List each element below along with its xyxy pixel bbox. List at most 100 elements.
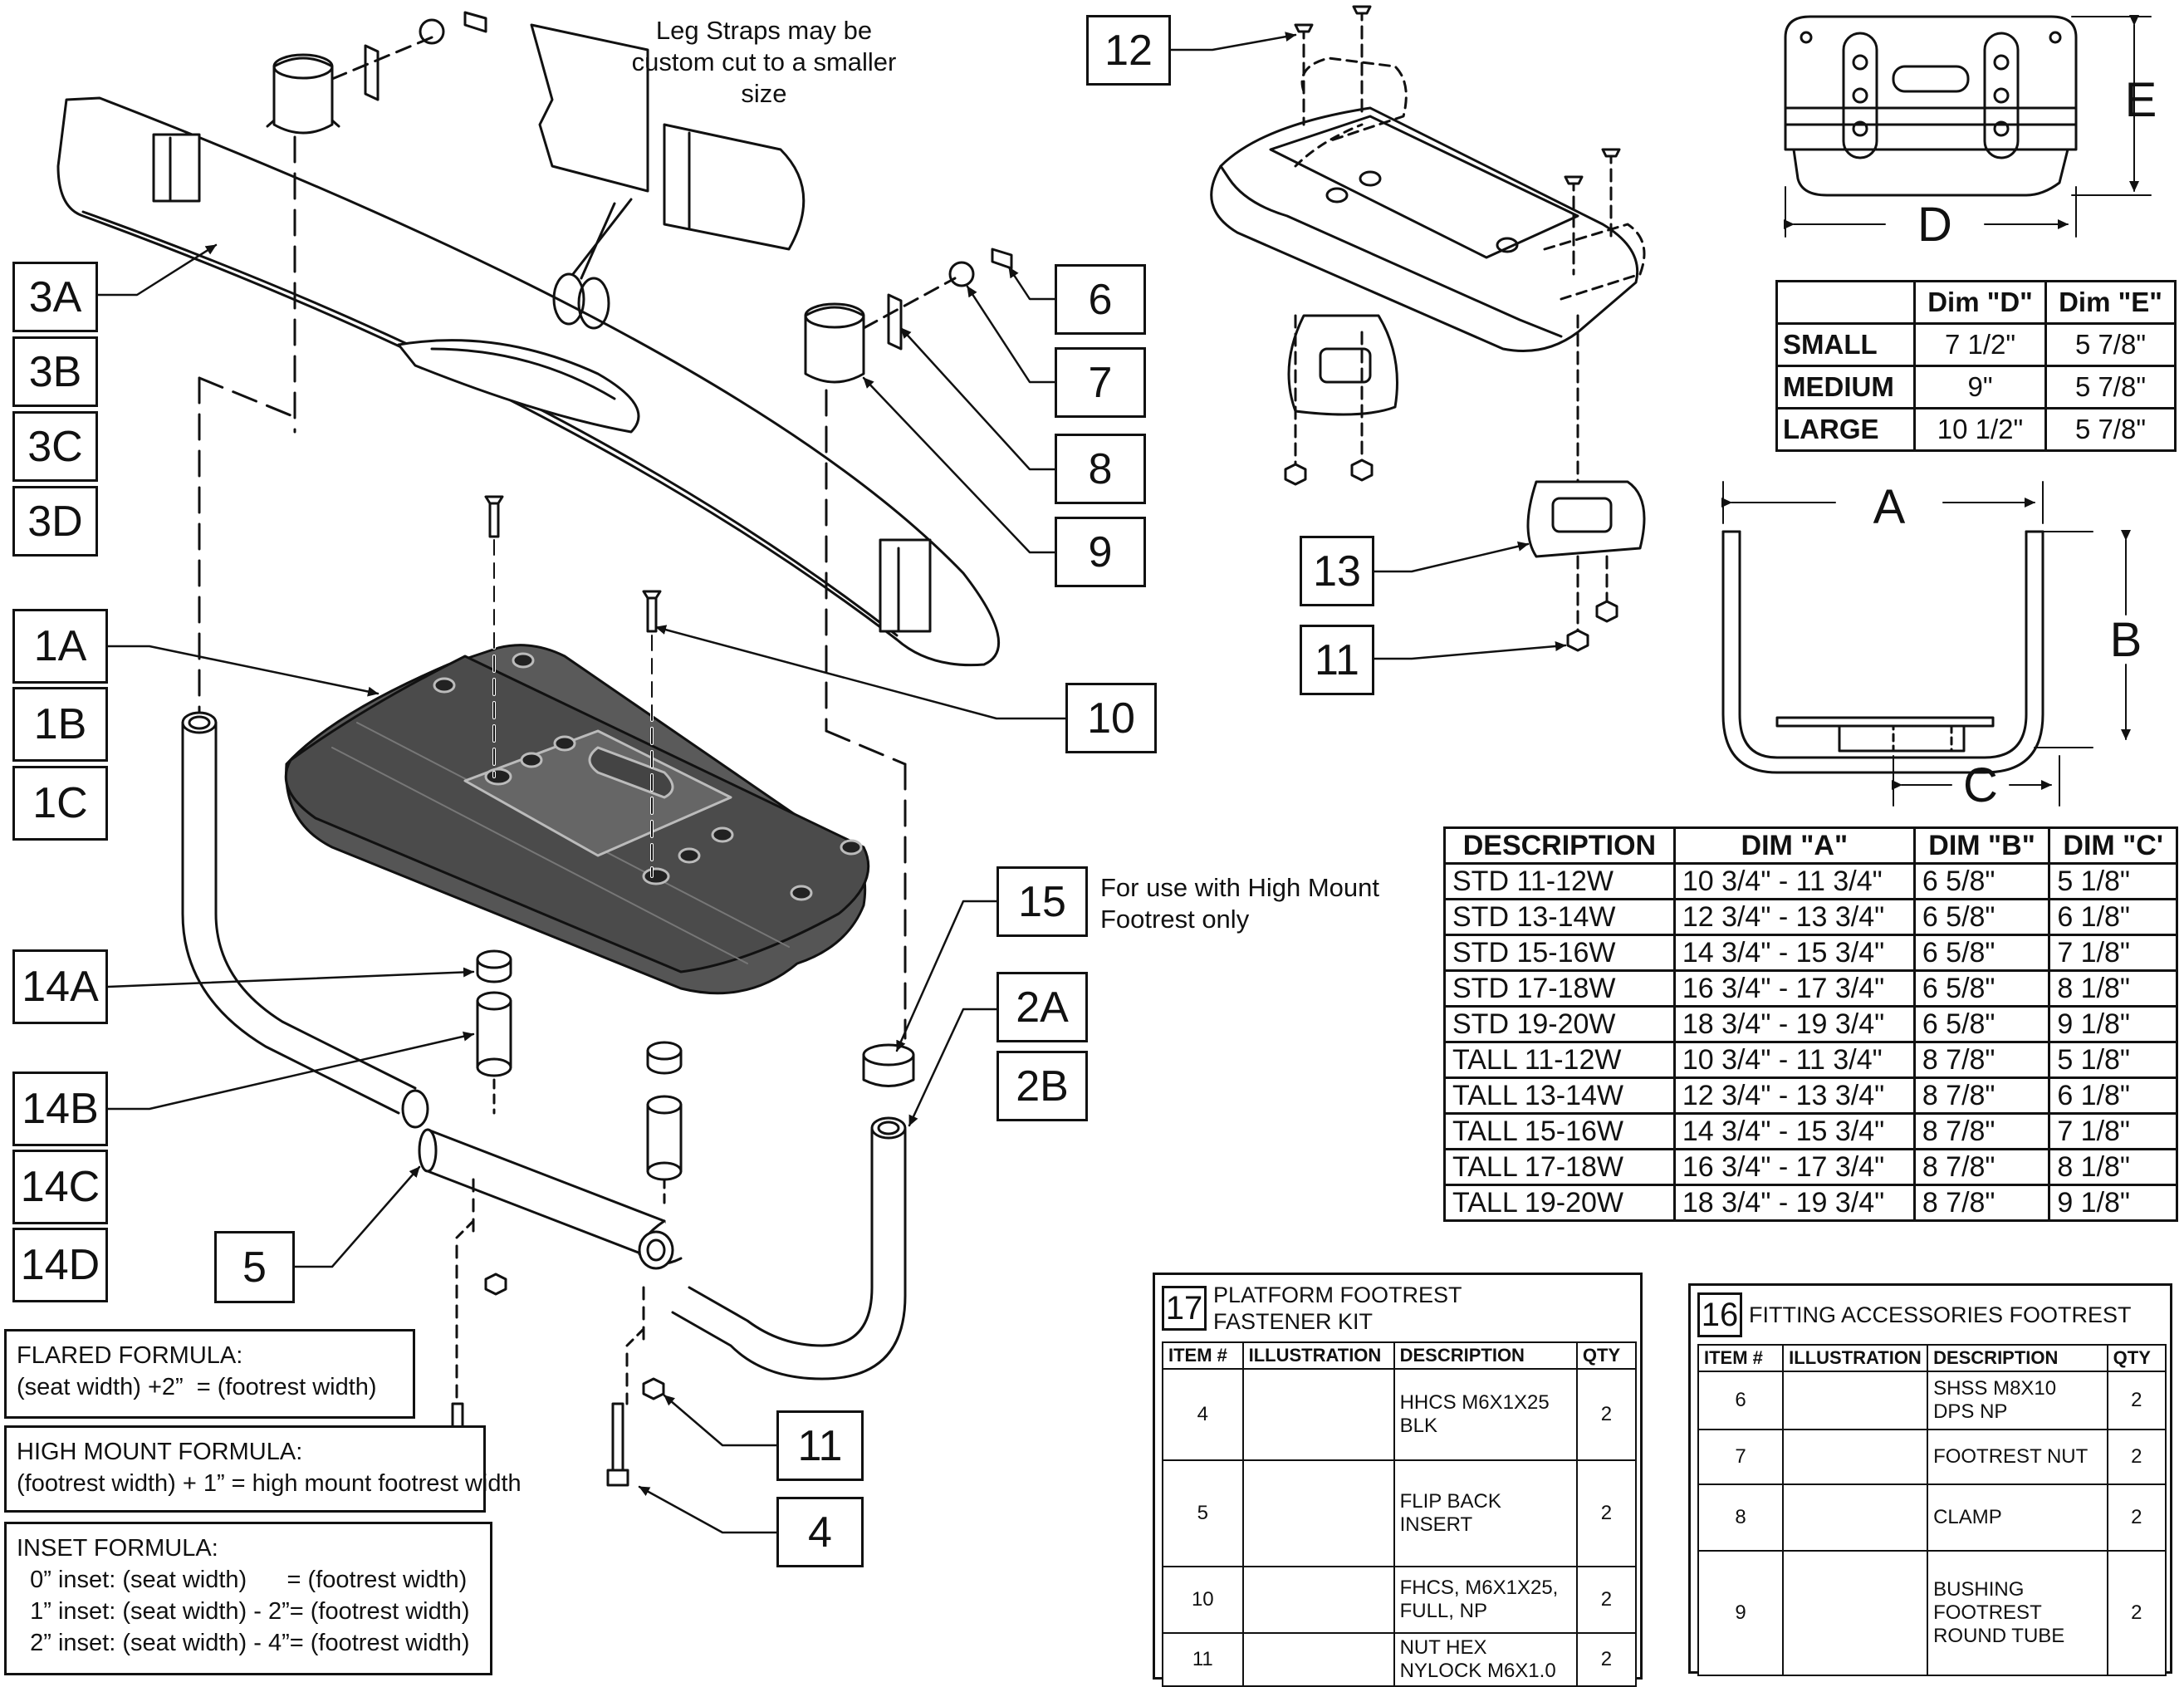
kit-number: 17 xyxy=(1162,1286,1207,1331)
strap-cut-drawing xyxy=(530,23,806,330)
item-description: SHSS M8X10 DPS NP xyxy=(1927,1371,2108,1430)
table-header xyxy=(1775,280,1917,325)
high-mount-only-note: For use with High Mount Footrest only xyxy=(1100,873,1379,934)
table-cell: 16 3/4" - 17 3/4" xyxy=(1672,1148,1916,1186)
item-number: 6 xyxy=(1697,1371,1785,1430)
footrest-size-table: DESCRIPTION DIM "A" DIM "B" DIM "C' STD … xyxy=(1443,826,2178,1222)
item-qty: 2 xyxy=(2106,1550,2167,1676)
item-qty: 2 xyxy=(2106,1371,2167,1430)
table-cell: TALL 15-16W xyxy=(1443,1112,1676,1150)
table-cell: 18 3/4" - 19 3/4" xyxy=(1672,1184,1916,1222)
item-number: 8 xyxy=(1697,1483,1785,1552)
dim-letter-a: A xyxy=(1873,480,1906,534)
dim-letter-e: E xyxy=(2125,73,2157,127)
platform-screws xyxy=(484,495,662,878)
item-qty: 2 xyxy=(2106,1429,2167,1485)
table-cell: 6 5/8" xyxy=(1912,969,2051,1008)
dim-letter-d: D xyxy=(1917,198,1952,252)
platform-top-view xyxy=(1784,15,2152,238)
table-header: ILLUSTRATION xyxy=(1782,1344,1929,1372)
callout-3c: 3C xyxy=(12,411,98,482)
table-cell: 5 7/8" xyxy=(2044,322,2177,367)
table-cell: STD 13-14W xyxy=(1443,898,1676,936)
callout-2a: 2A xyxy=(997,972,1088,1042)
callout-6: 6 xyxy=(1055,264,1146,335)
footrest-tube-drawing xyxy=(181,711,915,1380)
table-row: 6 SHSS M8X10 DPS NP 2 xyxy=(1697,1371,2167,1430)
callout-14b: 14B xyxy=(12,1072,108,1146)
callout-4: 4 xyxy=(776,1497,864,1567)
table-cell: STD 19-20W xyxy=(1443,1005,1676,1043)
table-cell: 9 1/8" xyxy=(2048,1005,2178,1043)
item-number: 10 xyxy=(1162,1566,1244,1634)
table-header: DESCRIPTION xyxy=(1393,1341,1578,1370)
table-header: QTY xyxy=(1575,1341,1638,1370)
table-cell: 5 7/8" xyxy=(2044,407,2177,452)
table-cell: TALL 19-20W xyxy=(1443,1184,1676,1222)
flared-formula-title: FLARED FORMULA: xyxy=(17,1342,243,1369)
flared-formula-box: FLARED FORMULA: (seat width) +2” = (foot… xyxy=(4,1329,415,1419)
callout-10: 10 xyxy=(1065,683,1157,753)
table-header: Dim "D" xyxy=(1913,280,2048,325)
table-cell: 10 3/4" - 11 3/4" xyxy=(1672,862,1916,900)
table-row: 5 FLIP BACK INSERT 2 xyxy=(1162,1459,1638,1567)
item-description: CLAMP xyxy=(1927,1483,2108,1552)
callout-5: 5 xyxy=(214,1231,295,1303)
item-description: BUSHING FOOTREST ROUND TUBE xyxy=(1927,1550,2108,1676)
fitting-accessories-kit: 16 FITTING ACCESSORIES FOOTREST ITEM # I… xyxy=(1688,1283,2172,1676)
table-cell: 7 1/8" xyxy=(2048,1112,2178,1150)
table-cell: 10 3/4" - 11 3/4" xyxy=(1672,1041,1916,1079)
table-cell: 14 3/4" - 15 3/4" xyxy=(1672,1112,1916,1150)
inset-formula-line: 2” inset: (seat width) - 4”= (footrest w… xyxy=(17,1630,470,1656)
callout-15: 15 xyxy=(997,866,1088,937)
bottom-bolts-drawing xyxy=(447,1178,665,1495)
callout-1a: 1A xyxy=(12,609,108,684)
table-cell: TALL 13-14W xyxy=(1443,1076,1676,1115)
table-header: Dim "E" xyxy=(2044,280,2177,325)
table-header: DIM "B" xyxy=(1912,826,2051,865)
table-cell: STD 15-16W xyxy=(1443,934,1676,972)
table-cell: LARGE xyxy=(1775,407,1917,452)
table-cell: SMALL xyxy=(1775,322,1917,367)
flat-head-screw-icon xyxy=(1241,1566,1395,1634)
table-cell: 8 1/8" xyxy=(2048,969,2178,1008)
high-mount-formula-box: HIGH MOUNT FORMULA: (footrest width) + 1… xyxy=(4,1425,522,1513)
table-row: 9 BUSHING FOOTREST ROUND TUBE 2 xyxy=(1697,1550,2167,1676)
table-cell: STD 17-18W xyxy=(1443,969,1676,1008)
dim-letter-c: C xyxy=(1963,758,1998,812)
table-cell: 7 1/2" xyxy=(1913,322,2048,367)
callout-2b: 2B xyxy=(997,1051,1088,1121)
table-row: 4 HHCS M6X1X25 BLK 2 xyxy=(1162,1368,1638,1461)
table-cell: 12 3/4" - 13 3/4" xyxy=(1672,1076,1916,1115)
table-cell: 8 1/8" xyxy=(2048,1148,2178,1186)
callout-3d: 3D xyxy=(12,486,98,557)
flip-back-insert-icon xyxy=(1241,1459,1395,1567)
table-header: DESCRIPTION xyxy=(1443,826,1676,865)
item-number: 5 xyxy=(1162,1459,1244,1567)
table-cell: 9 1/8" xyxy=(2048,1184,2178,1222)
callout-12: 12 xyxy=(1086,15,1171,86)
callout-11-left: 11 xyxy=(776,1410,864,1481)
table-cell: 8 7/8" xyxy=(1912,1112,2051,1150)
inset-formula-line: 1” inset: (seat width) - 2”= (footrest w… xyxy=(17,1598,470,1625)
table-cell: 6 5/8" xyxy=(1912,1005,2051,1043)
callout-14c: 14C xyxy=(12,1150,108,1224)
table-header: QTY xyxy=(2106,1344,2167,1372)
callout-1b: 1B xyxy=(12,687,108,762)
table-cell: 16 3/4" - 17 3/4" xyxy=(1672,969,1916,1008)
item-description: HHCS M6X1X25 BLK xyxy=(1393,1368,1578,1461)
item-description: FLIP BACK INSERT xyxy=(1393,1459,1578,1567)
table-header: ITEM # xyxy=(1697,1344,1785,1372)
item-number: 7 xyxy=(1697,1429,1785,1485)
table-header: ITEM # xyxy=(1162,1341,1244,1370)
callout-14d: 14D xyxy=(12,1228,108,1302)
inset-formula-title: INSET FORMULA: xyxy=(17,1535,218,1562)
tube-dimension-view xyxy=(1721,481,2131,807)
callout-11-right: 11 xyxy=(1300,625,1374,695)
leg-straps-note: Leg Straps may be custom cut to a smalle… xyxy=(631,16,897,108)
